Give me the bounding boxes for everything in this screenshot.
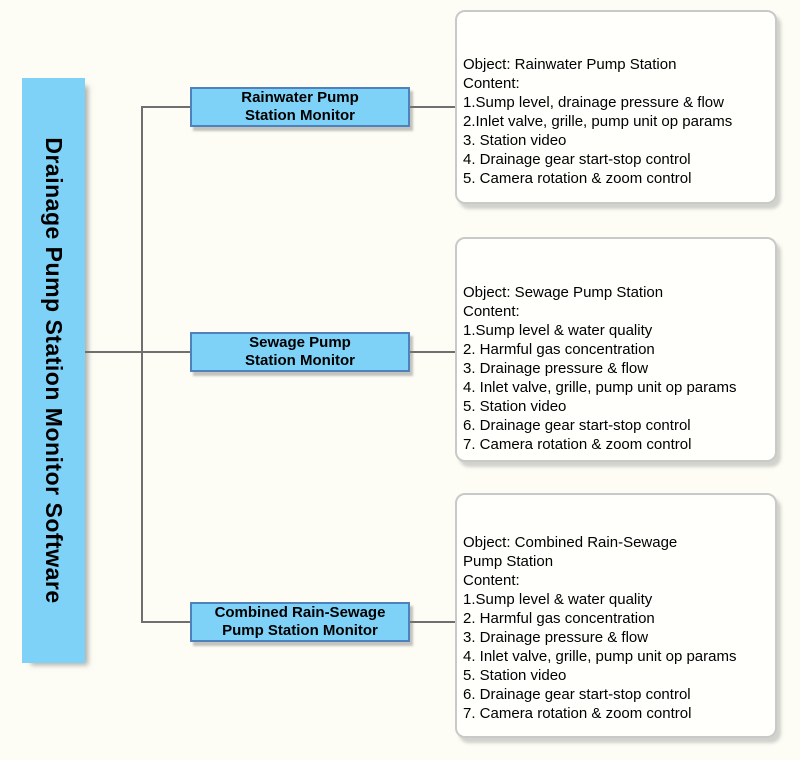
connector-link-sewage-card [410, 351, 455, 353]
card-rainwater-details: Object: Rainwater Pump Station Content: … [455, 10, 777, 204]
connector-link-rainwater-card [410, 106, 455, 108]
connector-branch-sewage [85, 351, 190, 353]
root-node-label: Drainage Pump Station Monitor Software [41, 137, 67, 604]
connector-link-combined-card [410, 621, 455, 623]
node-rainwater-pump-station-monitor: Rainwater Pump Station Monitor [190, 87, 410, 127]
card-combined-details: Object: Combined Rain-Sewage Pump Statio… [455, 493, 777, 738]
node-sewage-pump-station-monitor: Sewage Pump Station Monitor [190, 332, 410, 372]
connector-trunk-vertical [141, 106, 143, 623]
connector-branch-rainwater [141, 106, 190, 108]
node-combined-rain-sewage-pump-station-monitor: Combined Rain-Sewage Pump Station Monito… [190, 602, 410, 642]
root-node-drainage-software: Drainage Pump Station Monitor Software [22, 78, 85, 663]
card-sewage-details: Object: Sewage Pump Station Content: 1.S… [455, 237, 777, 462]
connector-branch-combined [141, 621, 190, 623]
